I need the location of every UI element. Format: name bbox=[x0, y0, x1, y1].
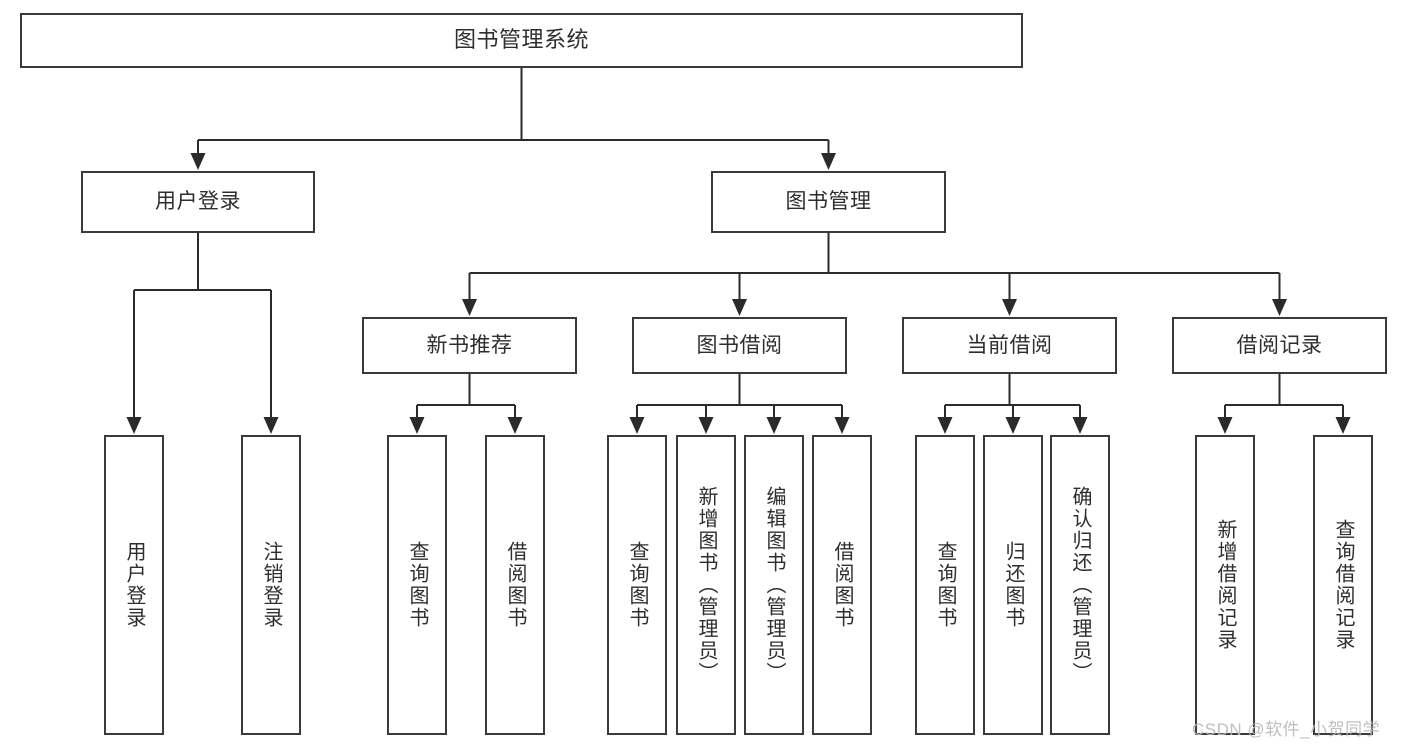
node-user-login[interactable]: 用户登录 bbox=[81, 171, 315, 233]
leaf-logout[interactable]: 注销登录 bbox=[241, 435, 301, 735]
node-label: 图书管理系统 bbox=[453, 27, 589, 53]
node-label: 确认归还（管理员） bbox=[1069, 486, 1091, 684]
leaf-query-book-3[interactable]: 查询图书 bbox=[915, 435, 975, 735]
leaf-return-book[interactable]: 归还图书 bbox=[983, 435, 1043, 735]
leaf-query-book-1[interactable]: 查询图书 bbox=[387, 435, 447, 735]
leaf-add-book-admin[interactable]: 新增图书（管理员） bbox=[676, 435, 736, 735]
node-label: 归还图书 bbox=[1002, 541, 1024, 629]
node-label: 新增借阅记录 bbox=[1214, 519, 1236, 651]
node-label: 图书借阅 bbox=[696, 333, 783, 357]
leaf-add-borrow-record[interactable]: 新增借阅记录 bbox=[1195, 435, 1255, 735]
node-book-management[interactable]: 图书管理 bbox=[711, 171, 946, 233]
node-book-borrowing[interactable]: 图书借阅 bbox=[632, 317, 847, 374]
node-label: 查询图书 bbox=[626, 541, 648, 629]
node-current-borrowing[interactable]: 当前借阅 bbox=[902, 317, 1117, 374]
node-label: 编辑图书（管理员） bbox=[763, 486, 785, 684]
node-label: 借阅记录 bbox=[1236, 333, 1323, 357]
leaf-borrow-book-2[interactable]: 借阅图书 bbox=[812, 435, 872, 735]
leaf-confirm-return-admin[interactable]: 确认归还（管理员） bbox=[1050, 435, 1110, 735]
leaf-edit-book-admin[interactable]: 编辑图书（管理员） bbox=[744, 435, 804, 735]
node-label: 新书推荐 bbox=[426, 333, 513, 357]
leaf-borrow-book-1[interactable]: 借阅图书 bbox=[485, 435, 545, 735]
node-label: 查询图书 bbox=[934, 541, 956, 629]
node-label: 查询借阅记录 bbox=[1332, 519, 1354, 651]
node-label: 图书管理 bbox=[785, 190, 872, 214]
node-label: 查询图书 bbox=[406, 541, 428, 629]
watermark-credit: CSDN @软件_小贺同学 bbox=[1192, 720, 1381, 739]
node-new-book-recommendation[interactable]: 新书推荐 bbox=[362, 317, 577, 374]
node-label: 用户登录 bbox=[155, 190, 241, 214]
leaf-user-login[interactable]: 用户登录 bbox=[104, 435, 164, 735]
node-label: 当前借阅 bbox=[966, 333, 1053, 357]
leaf-query-borrow-record[interactable]: 查询借阅记录 bbox=[1313, 435, 1373, 735]
node-label: 注销登录 bbox=[260, 541, 282, 629]
node-book-management-system[interactable]: 图书管理系统 bbox=[20, 13, 1023, 68]
node-label: 用户登录 bbox=[123, 541, 145, 629]
node-label: 借阅图书 bbox=[831, 541, 853, 629]
node-borrowing-record[interactable]: 借阅记录 bbox=[1172, 317, 1387, 374]
leaf-query-book-2[interactable]: 查询图书 bbox=[607, 435, 667, 735]
node-label: 借阅图书 bbox=[504, 541, 526, 629]
node-label: 新增图书（管理员） bbox=[695, 486, 717, 684]
